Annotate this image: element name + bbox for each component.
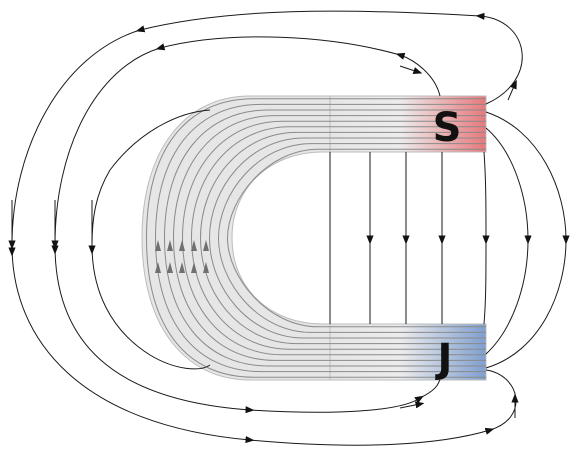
field-line: [507, 79, 517, 101]
field-line: [399, 65, 423, 74]
field-line: [485, 111, 570, 369]
field-line: [399, 401, 425, 409]
outer-field-lines: [8, 10, 523, 446]
field-line: [482, 151, 490, 325]
south-pole-label: S: [433, 105, 462, 151]
field-line: [485, 127, 532, 355]
internal-flux-line: [226, 148, 486, 328]
north-pole-label: J: [435, 336, 453, 382]
